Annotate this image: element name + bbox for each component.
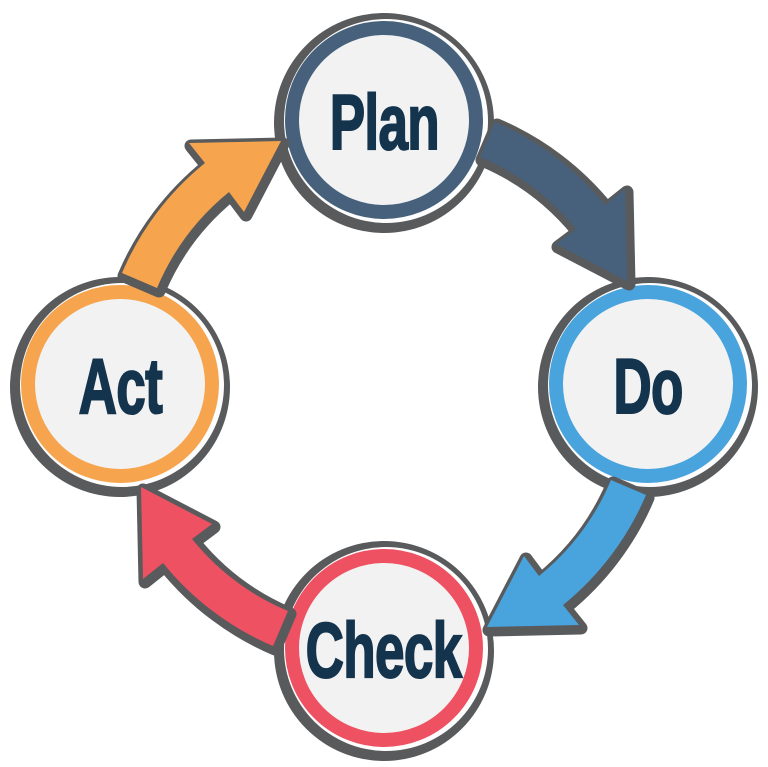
- plan-colored-ring: [285, 21, 483, 219]
- arrow-check-to-act-fill: [141, 487, 288, 646]
- do-colored-ring: [549, 285, 747, 483]
- arrow-plan-to-do-fill: [480, 122, 627, 281]
- arrow-act-to-plan: [117, 137, 290, 298]
- node-circle-act: [10, 277, 230, 497]
- check-colored-ring: [285, 549, 483, 747]
- arrow-do-to-check-fill: [487, 480, 646, 627]
- node-circle-do: [538, 277, 758, 497]
- act-colored-ring: [21, 285, 219, 483]
- arrow-check-to-act: [136, 483, 297, 656]
- arrow-do-to-check: [482, 476, 655, 637]
- arrow-act-to-plan-fill: [122, 141, 281, 288]
- arrow-plan-to-do: [475, 118, 636, 291]
- node-circle-plan: [274, 13, 494, 233]
- node-circle-check: [274, 541, 494, 761]
